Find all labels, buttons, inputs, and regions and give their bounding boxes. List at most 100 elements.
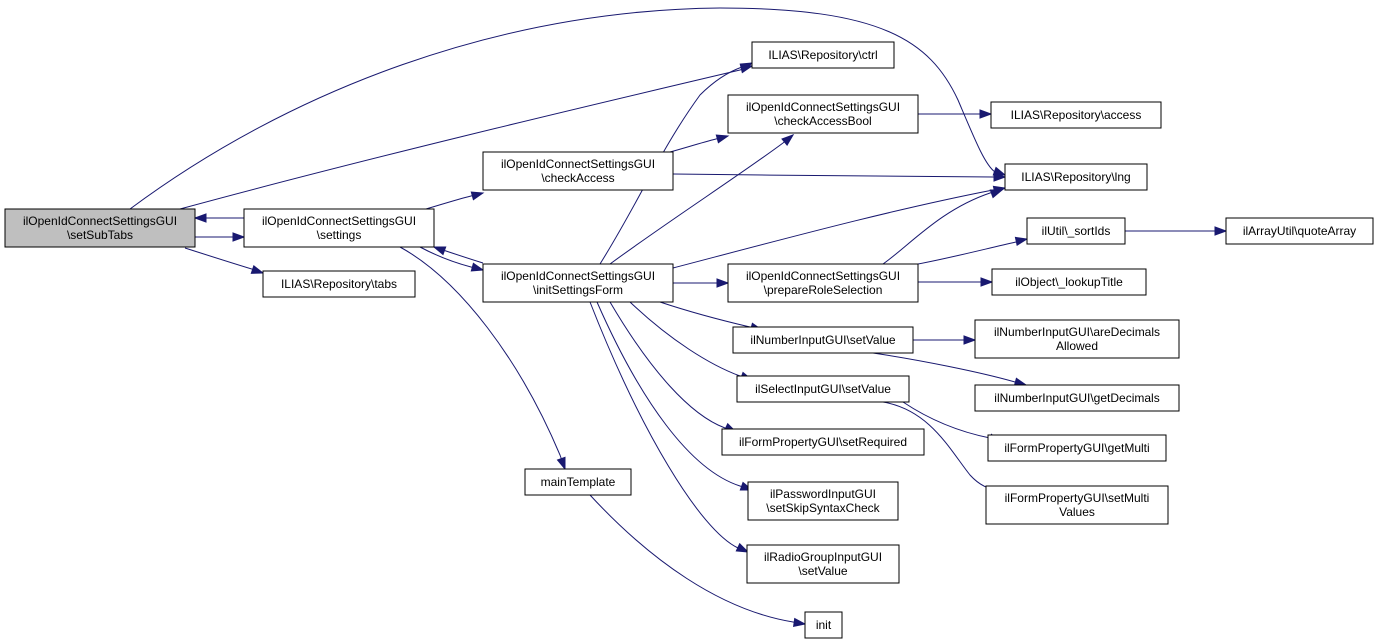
edge-line (589, 494, 806, 625)
edge-prepareRoleSelection-to-lookupTitle (917, 277, 994, 287)
node-label: ilOpenIdConnectSettingsGUI (501, 269, 655, 283)
node-box[interactable] (1026, 217, 1126, 245)
node-label: \initSettingsForm (533, 283, 623, 297)
edge-setSubTabs-to-tabs (184, 247, 265, 274)
edge-line (917, 238, 1028, 265)
node-getDecimals[interactable]: ilNumberInputGUI\getDecimals (974, 384, 1180, 412)
node-checkAccessBool[interactable]: ilOpenIdConnectSettingsGUI\checkAccessBo… (727, 94, 919, 134)
edge-initSettingsForm-to-settings (432, 246, 484, 264)
edge-line (672, 173, 1005, 178)
node-selectSetValue[interactable]: ilSelectInputGUI\setValue (736, 375, 910, 403)
node-tabs[interactable]: ILIAS\Repository\tabs (262, 270, 416, 298)
arrowhead-icon (979, 109, 993, 119)
edge-prepareRoleSelection-to-sortIds (917, 236, 1029, 265)
edge-line (872, 352, 1027, 386)
edge-line (589, 301, 749, 553)
nodes-layer: ilOpenIdConnectSettingsGUI\setSubTabs ilO… (4, 41, 1374, 639)
node-prepareRoleSelection[interactable]: ilOpenIdConnectSettingsGUI\prepareRoleSe… (727, 263, 919, 303)
node-settings[interactable]: ilOpenIdConnectSettingsGUI\settings (243, 208, 435, 248)
node-box[interactable] (524, 468, 632, 496)
edge-sortIds-to-quoteArray (1125, 226, 1228, 236)
node-label: \settings (317, 228, 362, 242)
arrowhead-icon (993, 172, 1007, 182)
arrowhead-icon (735, 542, 750, 553)
node-label: ilNumberInputGUI\areDecimals (994, 325, 1160, 339)
arrowhead-icon (781, 134, 795, 146)
node-setSubTabs[interactable]: ilOpenIdConnectSettingsGUI\setSubTabs (4, 208, 196, 248)
arrowhead-icon (1214, 226, 1228, 236)
arrowhead-icon (963, 335, 977, 345)
edge-numberSetValue-to-areDecimalsAllowed (913, 335, 977, 345)
edge-line (882, 189, 1003, 265)
edge-checkAccessBool-to-access (918, 109, 993, 119)
arrowhead-icon (980, 277, 994, 287)
edge-line (433, 246, 484, 264)
node-label: \setValue (798, 564, 847, 578)
node-access[interactable]: ILIAS\Repository\access (990, 101, 1162, 129)
edge-line (669, 135, 729, 153)
node-box[interactable] (751, 41, 895, 69)
node-box[interactable] (985, 485, 1169, 525)
node-setSkipSyntaxCheck[interactable]: ilPasswordInputGUI\setSkipSyntaxCheck (747, 481, 899, 521)
node-box[interactable] (1004, 163, 1148, 191)
node-box[interactable] (974, 319, 1180, 359)
node-box[interactable] (1225, 217, 1374, 245)
node-label: ilNumberInputGUI\setValue (750, 333, 896, 347)
node-box[interactable] (721, 428, 925, 456)
node-box[interactable] (991, 268, 1147, 296)
node-init[interactable]: init (804, 611, 843, 639)
node-sortIds[interactable]: ilUtil\_sortIds (1026, 217, 1126, 245)
edge-line (425, 192, 484, 210)
node-lng[interactable]: ILIAS\Repository\lng (1004, 163, 1148, 191)
node-label: ILIAS\Repository\ctrl (768, 48, 877, 62)
node-label: ilFormPropertyGUI\setRequired (739, 435, 907, 449)
node-box[interactable] (727, 94, 919, 134)
edge-initSettingsForm-to-setSkipSyntaxCheck (596, 301, 754, 491)
node-box[interactable] (727, 263, 919, 303)
node-box[interactable] (262, 270, 416, 298)
node-label: ilObject\_lookupTitle (1015, 275, 1123, 289)
arrowhead-icon (989, 189, 1004, 199)
edge-line (596, 301, 753, 491)
node-box[interactable] (482, 263, 674, 303)
edge-line (399, 246, 566, 470)
node-label: ilUtil\_sortIds (1042, 224, 1111, 238)
node-label: ilFormPropertyGUI\setMulti (1005, 491, 1150, 505)
edge-initSettingsForm-to-prepareRoleSelection (672, 278, 730, 288)
node-box[interactable] (732, 326, 914, 354)
node-box[interactable] (4, 208, 196, 248)
node-radioSetValue[interactable]: ilRadioGroupInputGUI\setValue (746, 544, 900, 584)
node-getMulti[interactable]: ilFormPropertyGUI\getMulti (987, 434, 1167, 462)
node-initSettingsForm[interactable]: ilOpenIdConnectSettingsGUI\initSettingsF… (482, 263, 674, 303)
node-box[interactable] (804, 611, 843, 639)
node-box[interactable] (746, 544, 900, 584)
node-box[interactable] (990, 101, 1162, 129)
node-box[interactable] (987, 434, 1167, 462)
node-mainTemplate[interactable]: mainTemplate (524, 468, 632, 496)
edge-prepareRoleSelection-to-lng (882, 189, 1004, 265)
node-label: ILIAS\Repository\access (1011, 108, 1142, 122)
edge-initSettingsForm-to-checkAccessBool (609, 134, 795, 265)
node-label: ilOpenIdConnectSettingsGUI (501, 157, 655, 171)
edge-checkAccess-to-checkAccessBool (669, 134, 730, 153)
edge-mainTemplate-to-init (589, 494, 807, 628)
arrowhead-icon (715, 134, 730, 144)
node-setRequired[interactable]: ilFormPropertyGUI\setRequired (721, 428, 925, 456)
node-ctrl[interactable]: ILIAS\Repository\ctrl (751, 41, 895, 69)
node-quoteArray[interactable]: ilArrayUtil\quoteArray (1225, 217, 1374, 245)
edge-line (184, 247, 264, 274)
node-box[interactable] (747, 481, 899, 521)
node-numberSetValue[interactable]: ilNumberInputGUI\setValue (732, 326, 914, 354)
node-label: \checkAccess (541, 171, 614, 185)
node-box[interactable] (736, 375, 910, 403)
node-box[interactable] (974, 384, 1180, 412)
node-checkAccess[interactable]: ilOpenIdConnectSettingsGUI\checkAccess (482, 151, 674, 191)
node-lookupTitle[interactable]: ilObject\_lookupTitle (991, 268, 1147, 296)
node-box[interactable] (482, 151, 674, 191)
node-box[interactable] (243, 208, 435, 248)
node-label: ilRadioGroupInputGUI (764, 550, 882, 564)
edge-initSettingsForm-to-radioSetValue (589, 301, 750, 553)
edge-line (609, 134, 794, 265)
